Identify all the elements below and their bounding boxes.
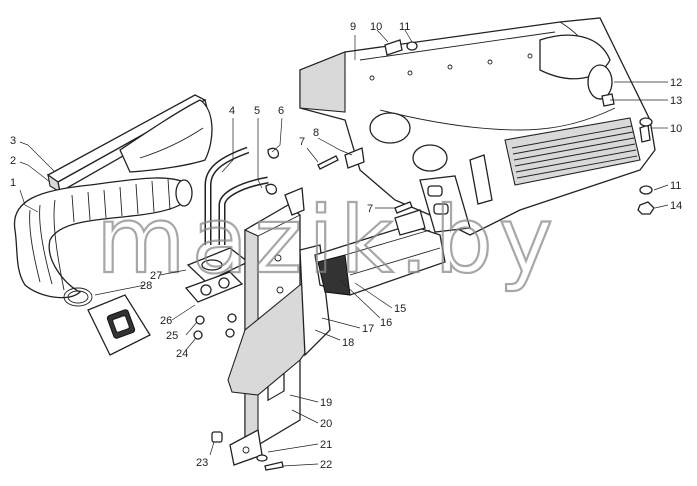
callout-10-upper: 10	[370, 21, 382, 33]
callout-1: 1	[10, 177, 16, 189]
callout-24: 24	[176, 348, 188, 360]
flange-plate	[184, 247, 250, 340]
callout-27: 27	[150, 270, 162, 282]
callout-5: 5	[254, 105, 260, 117]
callout-16: 16	[380, 317, 392, 329]
duct-connector	[314, 209, 446, 296]
callout-22: 22	[320, 459, 332, 471]
callout-15: 15	[394, 303, 406, 315]
callout-17: 17	[362, 323, 374, 335]
callout-11-upper: 11	[399, 21, 410, 33]
callout-13: 13	[670, 95, 682, 107]
callout-7-lower: 7	[367, 203, 373, 215]
hose-clamp-and-boot	[63, 287, 151, 356]
bent-tubes	[204, 146, 280, 245]
callout-25: 25	[166, 330, 178, 342]
callout-11-right: 11	[670, 180, 681, 192]
callout-23: 23	[196, 457, 208, 469]
callout-7-upper: 7	[299, 136, 305, 148]
callout-8: 8	[313, 127, 319, 139]
callout-21: 21	[320, 439, 332, 451]
callout-26: 26	[160, 315, 172, 327]
watermark-text: mazik.by	[96, 187, 559, 294]
callout-labels: 1 2 3 4 5 6 7 7 8 9 10 10 11 11 12 13 14…	[10, 21, 682, 471]
callout-9: 9	[350, 21, 356, 33]
callout-19: 19	[320, 397, 332, 409]
callout-4: 4	[229, 105, 235, 117]
callout-6: 6	[278, 105, 284, 117]
heater-housing	[299, 17, 656, 236]
corrugated-hose	[13, 177, 193, 299]
callout-28: 28	[140, 280, 152, 292]
fasteners	[211, 39, 655, 471]
callout-3: 3	[10, 135, 16, 147]
air-channel	[46, 94, 213, 194]
callout-10-right: 10	[670, 123, 682, 135]
callout-20: 20	[320, 418, 332, 430]
callout-18: 18	[342, 337, 354, 349]
callout-12: 12	[670, 77, 682, 89]
leader-lines	[19, 29, 669, 467]
callout-2: 2	[10, 155, 16, 167]
callout-14: 14	[670, 200, 682, 212]
